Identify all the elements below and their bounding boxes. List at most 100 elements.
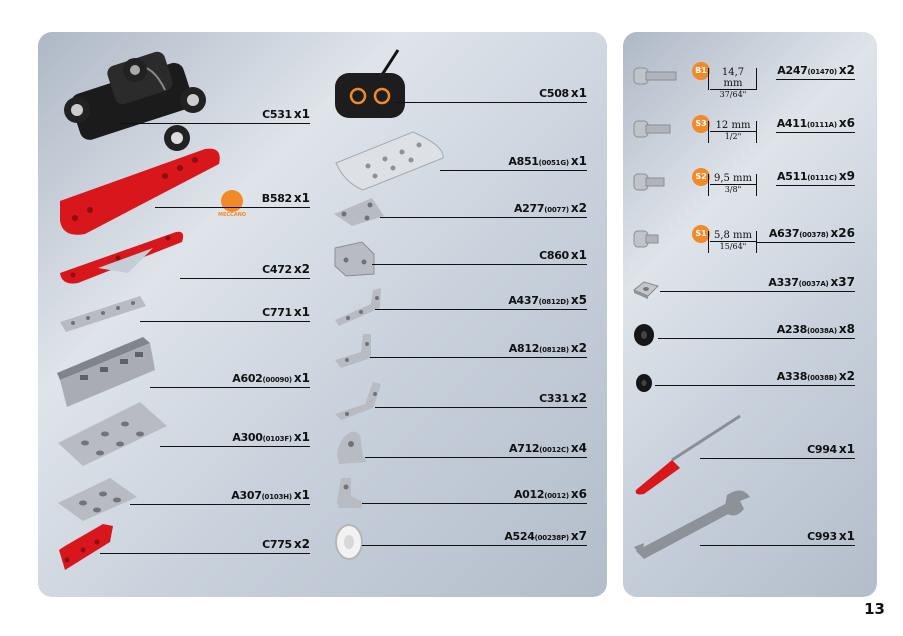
part-row: A307(0103H)x1	[130, 489, 310, 505]
rubber-tyre-small-icon	[636, 374, 652, 392]
leader-line	[380, 217, 587, 218]
part-row: A238(0038A)x8	[658, 323, 855, 339]
leader-line	[130, 504, 310, 505]
part-label: A437(0812D)x5	[508, 293, 587, 307]
leader-line	[370, 357, 587, 358]
leader-line	[100, 553, 310, 554]
part-label: A511(0111C)x9	[777, 169, 855, 183]
leader-line	[150, 387, 310, 388]
part-label: A238(0038A)x8	[776, 322, 855, 336]
obtuse-bracket-icon	[337, 431, 367, 464]
part-label: A012(0012)x6	[513, 487, 587, 501]
leader-line	[700, 458, 855, 459]
size-badge: S1	[692, 225, 710, 243]
leader-line	[362, 503, 587, 504]
spanner-icon	[634, 490, 750, 559]
angle-bracket-icon	[335, 288, 381, 326]
part-row: A812(0812B)x2	[370, 342, 587, 358]
small-bracket-icon	[337, 478, 363, 508]
part-label: A307(0103H)x1	[231, 488, 310, 502]
flanged-plate-icon	[57, 337, 155, 407]
rubber-tyre-large-icon	[634, 324, 654, 346]
red-triangle-strip-icon	[60, 231, 184, 284]
part-label: A637(00378)x26	[768, 226, 855, 240]
part-row: A437(0812D)x5	[375, 294, 587, 310]
leader-line	[658, 338, 855, 339]
part-row: A851(0051G)x1	[440, 155, 587, 171]
triangular-plate-icon	[334, 198, 384, 226]
size-badge: S2	[692, 168, 710, 186]
motor-chassis-icon	[64, 51, 206, 151]
leader-line	[365, 457, 587, 458]
bolt-icon-medium	[633, 120, 671, 138]
leader-line	[776, 132, 855, 133]
brand-stamp-icon	[221, 190, 243, 212]
part-label: A411(0111A)x6	[776, 116, 855, 130]
double-angle-strip-icon	[335, 382, 381, 420]
part-label: A337(0037A)x37	[768, 275, 855, 289]
leader-line	[120, 123, 310, 124]
part-label: A338(0038B)x2	[776, 369, 855, 383]
leader-line	[395, 102, 587, 103]
screwdriver-icon	[635, 414, 741, 495]
bolt-icon-short	[633, 173, 665, 191]
part-row: A337(0037A)x37	[660, 276, 855, 292]
leader-line	[655, 385, 855, 386]
part-row: A012(0012)x6	[362, 488, 587, 504]
leader-line	[140, 321, 310, 322]
part-row: A277(0077)x2	[380, 202, 587, 218]
part-row: A712(0012C)x4	[365, 442, 587, 458]
leader-line	[660, 291, 855, 292]
brand-stamp: MECCANO	[215, 190, 249, 218]
double-bracket-icon	[334, 241, 375, 277]
part-label: A602(00090)x1	[232, 371, 310, 385]
part-label: A712(0012C)x4	[509, 441, 587, 455]
part-label: A277(0077)x2	[513, 201, 587, 215]
leader-line	[362, 545, 587, 546]
leader-line	[700, 545, 855, 546]
part-label: A524(00238P)x7	[504, 529, 587, 543]
part-row: A511(0111C)x9	[776, 170, 855, 186]
part-row: A300(0103F)x1	[160, 431, 310, 447]
leader-line	[180, 278, 310, 279]
flat-strip-icon	[60, 296, 146, 332]
part-row: A524(00238P)x7	[362, 530, 587, 546]
battery-box-icon	[335, 49, 405, 118]
small-perforated-plate-icon	[58, 478, 137, 521]
red-flat-plate-icon	[60, 148, 220, 235]
leader-line	[776, 185, 855, 186]
part-row: A411(0111A)x6	[776, 117, 855, 133]
bolt-icon-long	[633, 67, 677, 85]
part-row: A338(0038B)x2	[655, 370, 855, 386]
part-row: A637(00378)x26	[756, 227, 855, 243]
small-angle-bracket-icon	[335, 334, 371, 368]
leader-line	[160, 446, 310, 447]
square-nut-icon	[633, 281, 659, 299]
page-number: 13	[864, 600, 885, 618]
size-badge: S3	[692, 115, 710, 133]
part-row: A247(01470)x2	[776, 64, 855, 80]
curved-plate-icon	[335, 131, 444, 191]
